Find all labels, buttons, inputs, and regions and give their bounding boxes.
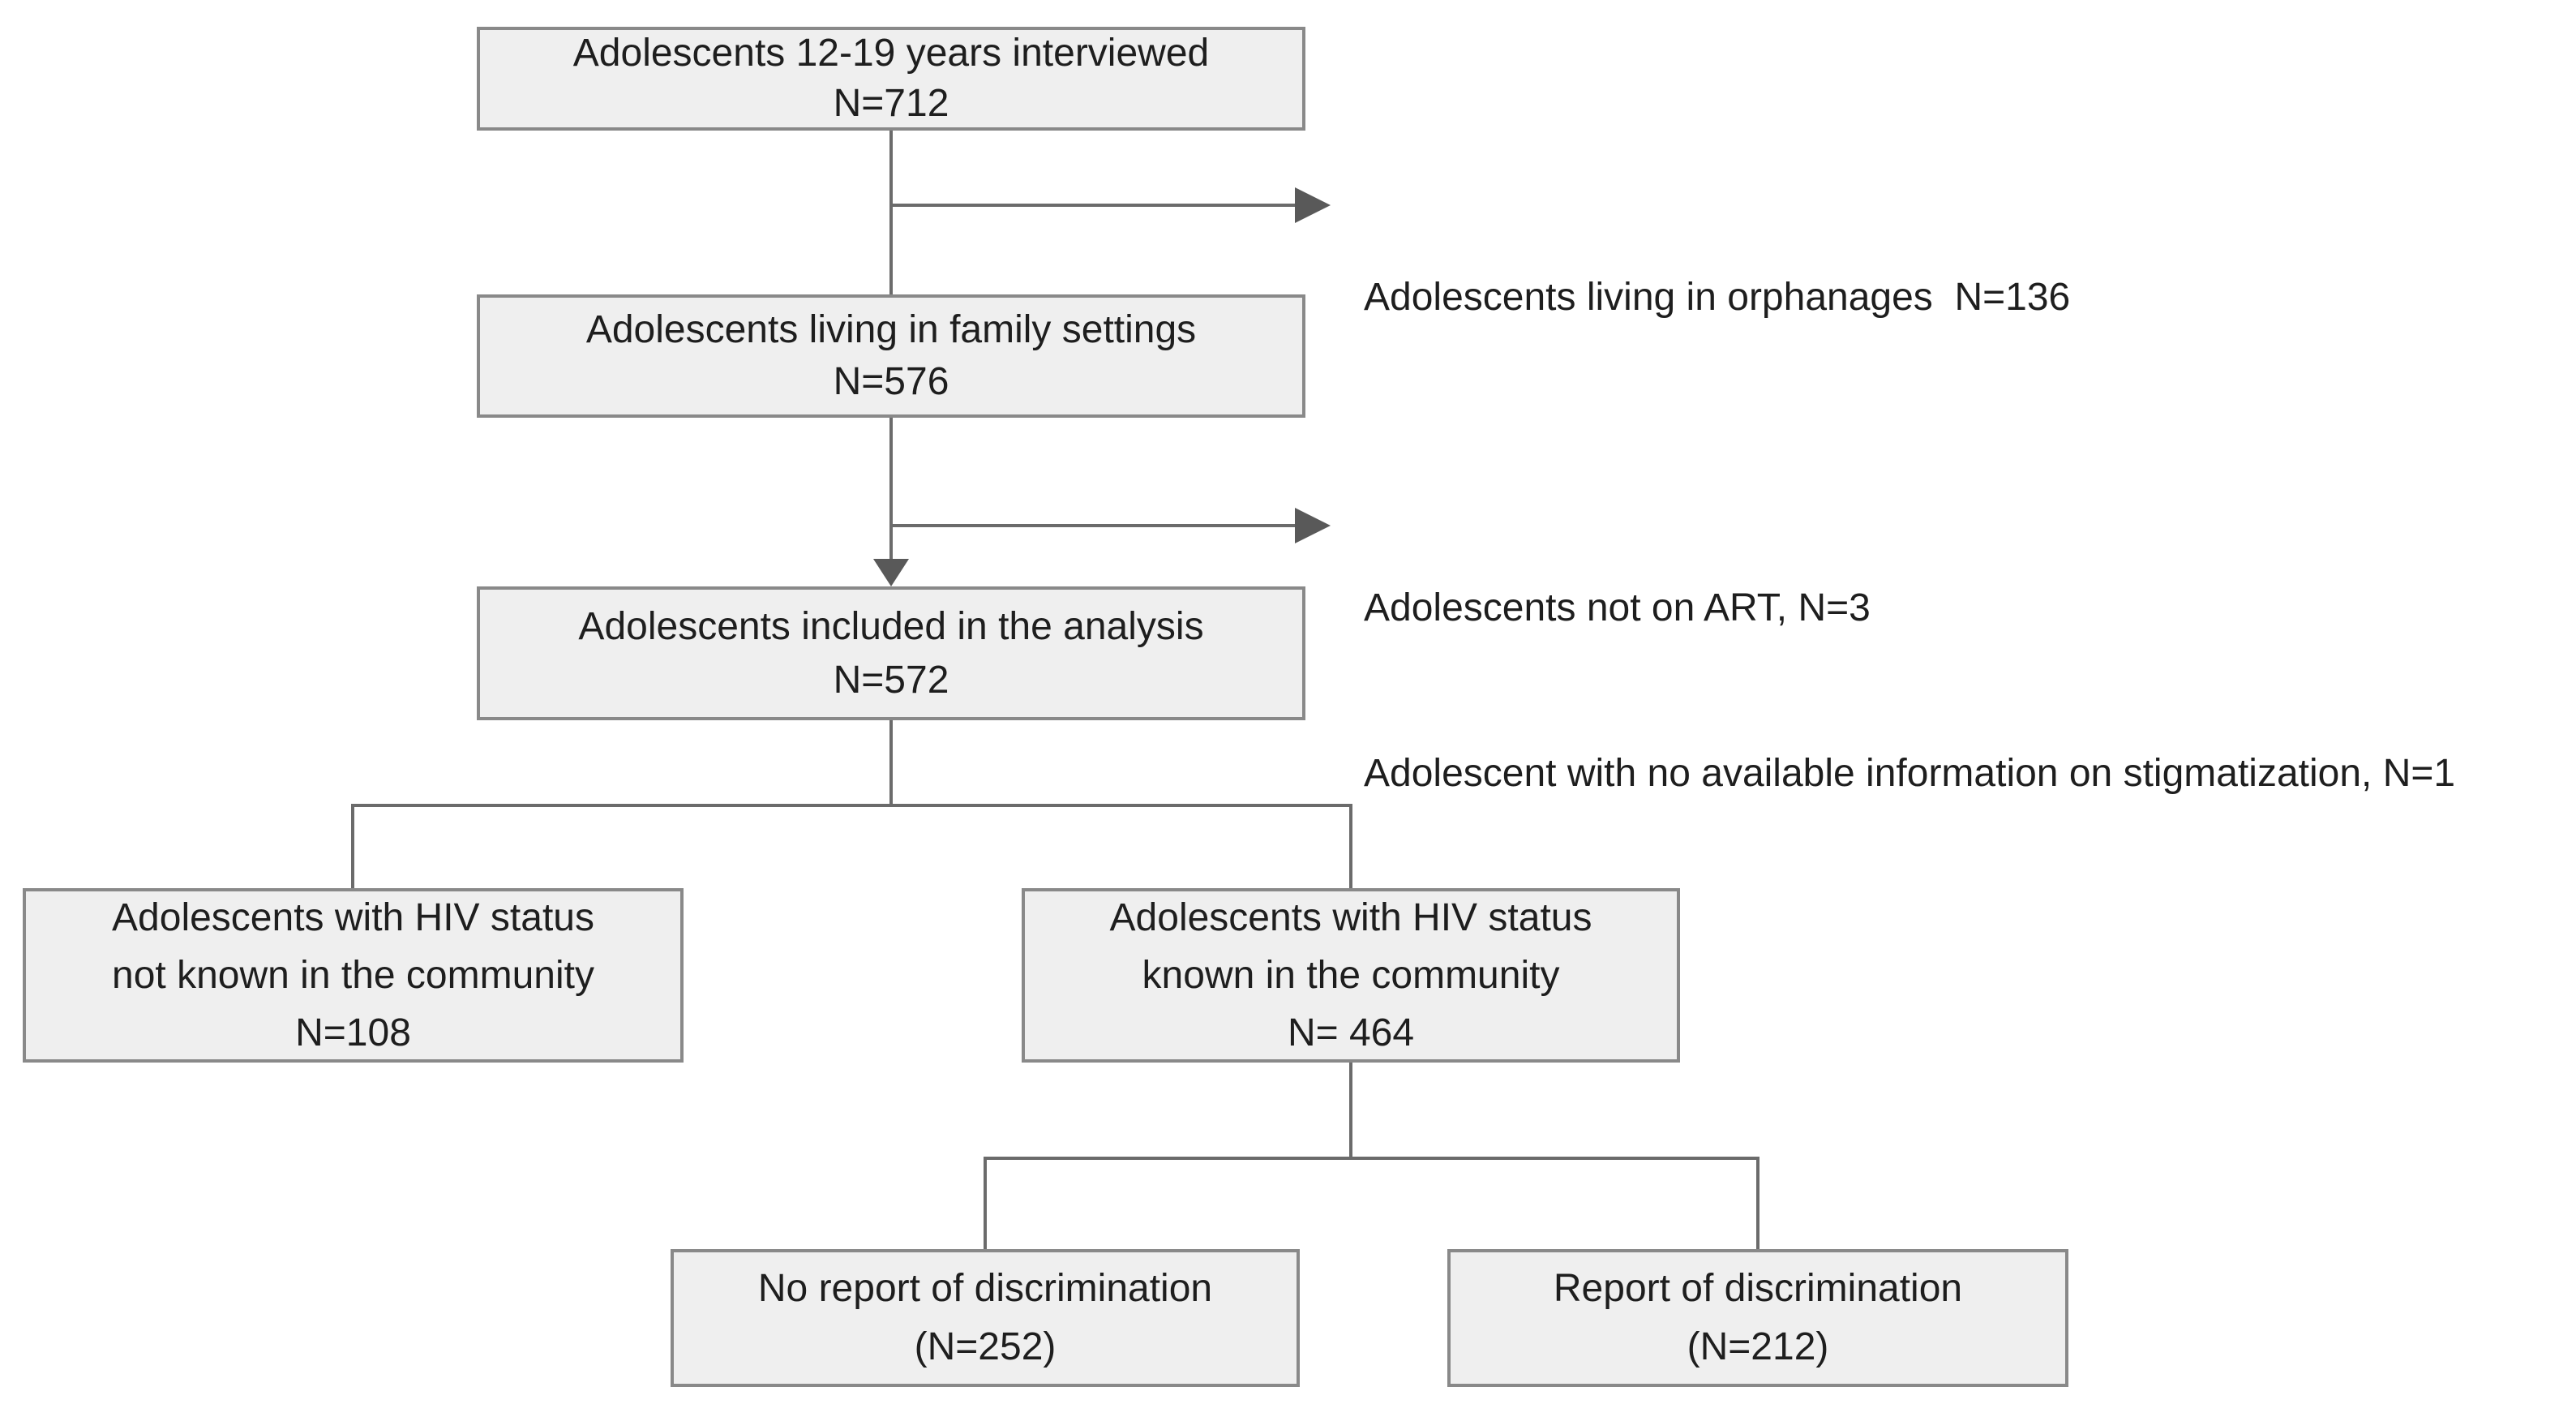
box-text-line: (N=252)	[914, 1325, 1057, 1368]
box-text-line: No report of discrimination	[757, 1267, 1213, 1310]
box-text-line: Adolescents included in the analysis	[578, 604, 1204, 648]
box-report-discrimination: Report of discrimination (N=212)	[1447, 1249, 2068, 1387]
connector-exclusion-art	[891, 524, 1297, 527]
connector-to-no-report	[984, 1157, 987, 1251]
box-text-line: not known in the community	[112, 954, 594, 997]
box-hiv-status-known: Adolescents with HIV status known in the…	[1022, 888, 1680, 1063]
box-adolescents-interviewed: Adolescents 12-19 years interviewed N=71…	[477, 27, 1305, 131]
box-family-settings: Adolescents living in family settings N=…	[477, 294, 1305, 418]
connector-to-status-not-known	[351, 804, 354, 890]
box-hiv-status-not-known: Adolescents with HIV status not known in…	[23, 888, 684, 1063]
box-text-line: N=712	[833, 82, 949, 125]
connector-interviewed-to-family	[889, 130, 893, 295]
box-no-report-discrimination: No report of discrimination (N=252)	[671, 1249, 1300, 1387]
exclusion-text-line: Adolescent with no available information…	[1364, 752, 2456, 795]
connector-family-to-analysis	[889, 417, 893, 561]
connector-known-stem	[1349, 1062, 1352, 1158]
exclusion-text-line: Adolescents living in orphanages N=136	[1364, 276, 2071, 319]
connector-analysis-stem	[889, 719, 893, 805]
box-text-line: N=572	[833, 658, 949, 702]
connector-split-discrimination	[984, 1157, 1759, 1160]
box-text-line: N=576	[833, 360, 949, 403]
connector-split-status	[351, 804, 1352, 807]
exclusion-label-orphanages: Adolescents living in orphanages N=136	[1364, 184, 2070, 411]
exclusion-text-line: Adolescents not on ART, N=3	[1364, 586, 1871, 629]
box-text-line: Report of discrimination	[1553, 1267, 1963, 1310]
box-included-in-analysis: Adolescents included in the analysis N=5…	[477, 586, 1305, 720]
connector-to-report	[1756, 1157, 1759, 1251]
box-text-line: Adolescents with HIV status	[112, 896, 594, 939]
box-text-line: Adolescents with HIV status	[1109, 896, 1592, 939]
connector-to-status-known	[1349, 804, 1352, 890]
connector-exclusion-orphanages	[891, 204, 1297, 207]
box-text-line: Adolescents 12-19 years interviewed	[572, 32, 1210, 75]
exclusion-label-art: Adolescents not on ART, N=3 Adolescent w…	[1364, 470, 2455, 912]
box-text-line: N= 464	[1287, 1011, 1415, 1054]
box-text-line: Adolescents living in family settings	[585, 308, 1197, 351]
box-text-line: known in the community	[1142, 954, 1560, 997]
box-text-line: (N=212)	[1687, 1325, 1829, 1368]
arrow-right-icon	[1295, 508, 1331, 543]
arrow-right-icon	[1295, 187, 1331, 223]
box-text-line: N=108	[295, 1011, 411, 1054]
arrow-down-icon	[873, 559, 909, 586]
